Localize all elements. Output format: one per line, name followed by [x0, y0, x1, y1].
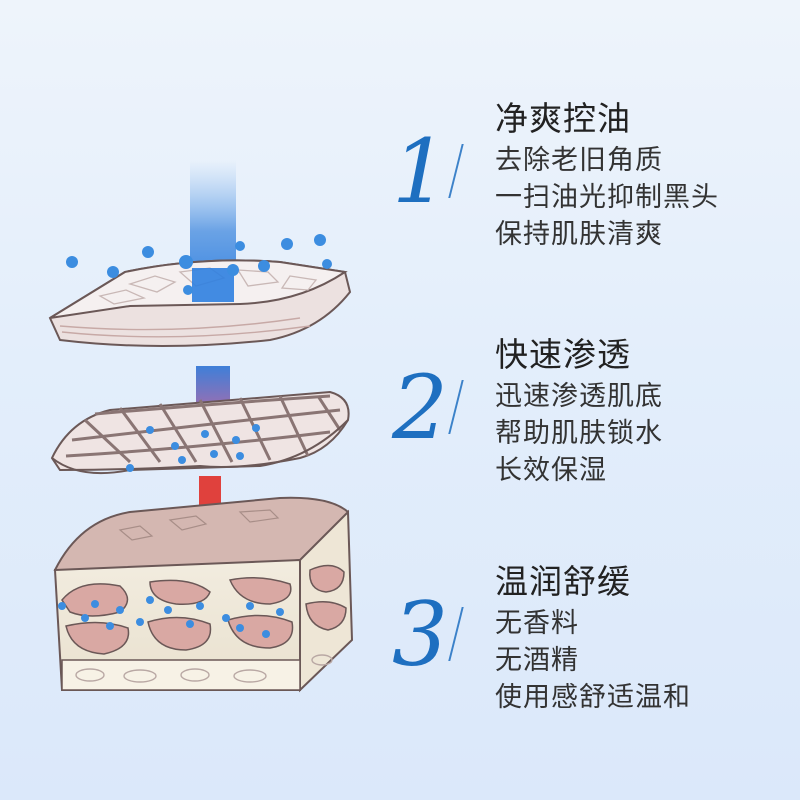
feature-line: 帮助肌肤锁水	[495, 418, 663, 449]
feature-line: 去除老旧角质	[495, 145, 663, 176]
feature-line: 使用感舒适温和	[495, 682, 691, 713]
feature-heading: 温润舒缓	[495, 562, 631, 601]
feature-oil-control: 1 净爽控油 去除老旧角质 一扫油光抑制黑头 保持肌肤清爽	[385, 92, 785, 252]
skin-layer-surface	[48, 259, 352, 347]
feature-line: 无香料	[495, 608, 579, 639]
feature-number: 1	[392, 120, 448, 223]
skin-layers-illustration	[48, 160, 354, 693]
feature-gentle-soothing: 3 温润舒缓 无香料 无酒精 使用感舒适温和	[385, 555, 785, 715]
water-drops-top	[66, 234, 332, 295]
feature-description: 去除老旧角质 一扫油光抑制黑头 保持肌肤清爽	[495, 142, 719, 253]
water-drops-bottom	[58, 596, 284, 638]
feature-number: 3	[392, 583, 448, 686]
feature-fast-penetration: 2 快速渗透 迅速渗透肌底 帮助肌肤锁水 长效保湿	[385, 328, 785, 488]
feature-line: 长效保湿	[495, 455, 607, 486]
feature-description: 无香料 无酒精 使用感舒适温和	[495, 605, 691, 716]
feature-heading: 快速渗透	[495, 335, 631, 374]
feature-line: 一扫油光抑制黑头	[495, 182, 719, 213]
feature-number: 2	[392, 356, 448, 459]
feature-line: 无酒精	[495, 645, 579, 676]
skin-layer-mesh	[50, 390, 350, 475]
feature-description: 迅速渗透肌底 帮助肌肤锁水 长效保湿	[495, 378, 663, 489]
skin-layer-block	[53, 496, 354, 693]
feature-line: 迅速渗透肌底	[495, 381, 663, 412]
feature-heading: 净爽控油	[495, 99, 631, 138]
feature-line: 保持肌肤清爽	[495, 219, 663, 250]
water-drops-middle	[126, 424, 260, 472]
